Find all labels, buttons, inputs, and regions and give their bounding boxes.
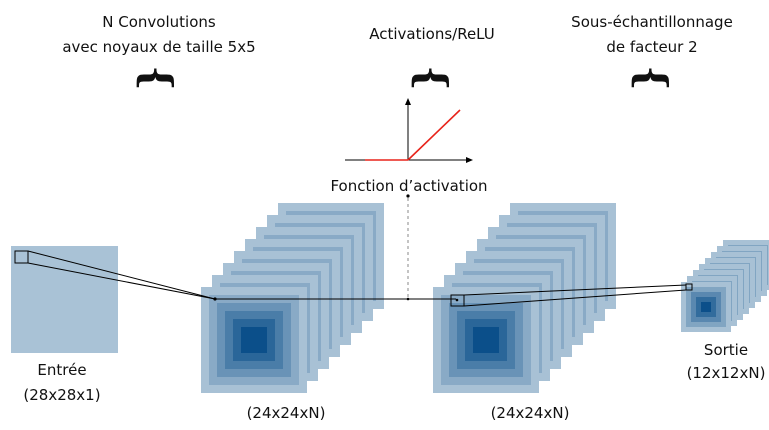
feature-map-layer	[241, 327, 267, 353]
activation-x-arrowhead	[466, 157, 473, 163]
activation-plot	[345, 98, 473, 163]
svg-text:{: {	[629, 65, 676, 91]
input-kernel-window	[14, 250, 29, 264]
subsampling-subtitle: de facteur 2	[606, 38, 697, 56]
convolutions-brace: {	[134, 65, 181, 91]
pooling-window	[450, 294, 465, 307]
feature-map-layer	[473, 327, 499, 353]
pooling-window-point	[455, 298, 459, 302]
conv-receptive-point	[213, 297, 217, 301]
output-feature-maps	[681, 240, 769, 332]
input-size: (28x28x1)	[23, 386, 100, 404]
input-projection-top	[27, 250, 216, 300]
relu-size-label: (24x24xN)	[491, 404, 570, 422]
convolutions-subtitle: avec noyaux de taille 5x5	[62, 38, 255, 56]
relu-feature-maps	[433, 203, 616, 393]
output-size: (12x12xN)	[687, 364, 766, 382]
activations-brace: {	[409, 65, 456, 91]
relu-positive-segment	[407, 109, 461, 161]
relu-receptive-point	[406, 297, 410, 301]
subsampling-brace: {	[629, 65, 676, 91]
input-square	[11, 246, 118, 353]
activations-title: Activations/ReLU	[369, 25, 495, 43]
pooling-projection-top	[463, 284, 687, 296]
input-projection-bottom	[27, 262, 216, 300]
convolutions-title: N Convolutions	[102, 13, 216, 31]
conv-size-label: (24x24xN)	[247, 404, 326, 422]
svg-text:{: {	[134, 65, 181, 91]
activation-connector-dot	[406, 194, 410, 198]
output-pixel	[685, 283, 693, 291]
svg-text:{: {	[409, 65, 456, 91]
input-label: Entrée	[37, 361, 86, 379]
subsampling-title: Sous-échantillonnage	[571, 13, 733, 31]
conv-feature-maps	[201, 203, 384, 393]
feature-map-layer	[701, 302, 711, 312]
activation-caption: Fonction d’activation	[330, 177, 487, 195]
pooling-projection-bottom	[463, 289, 687, 307]
activation-y-arrowhead	[405, 98, 411, 105]
output-label: Sortie	[704, 341, 748, 359]
